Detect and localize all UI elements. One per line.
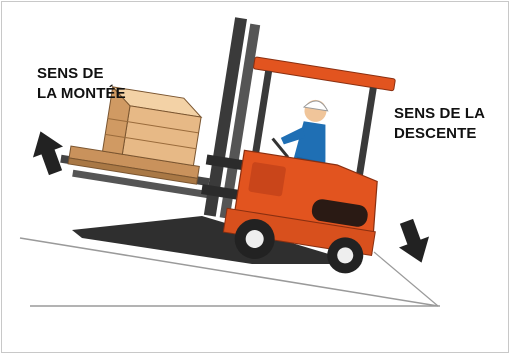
downhill-direction-label: SENS DE LA DESCENTE [394,104,485,144]
uphill-direction-label: SENS DE LA MONTÉE [37,64,126,104]
boxes [101,85,203,167]
slope [19,216,440,307]
downhill-label-line1: SENS DE LA [394,105,486,122]
downhill-label-line2: DESCENTE [394,125,477,142]
shadow [72,216,362,264]
overhead-guard [249,56,396,199]
uphill-label-line1: SENS DE [37,65,104,82]
forklift [60,17,396,274]
arrow-down-right-icon [398,218,430,263]
mast [201,17,261,219]
uphill-label-line2: LA MONTÉE [37,85,126,102]
wheels [234,218,364,274]
arrow-up-left-icon [32,131,64,176]
